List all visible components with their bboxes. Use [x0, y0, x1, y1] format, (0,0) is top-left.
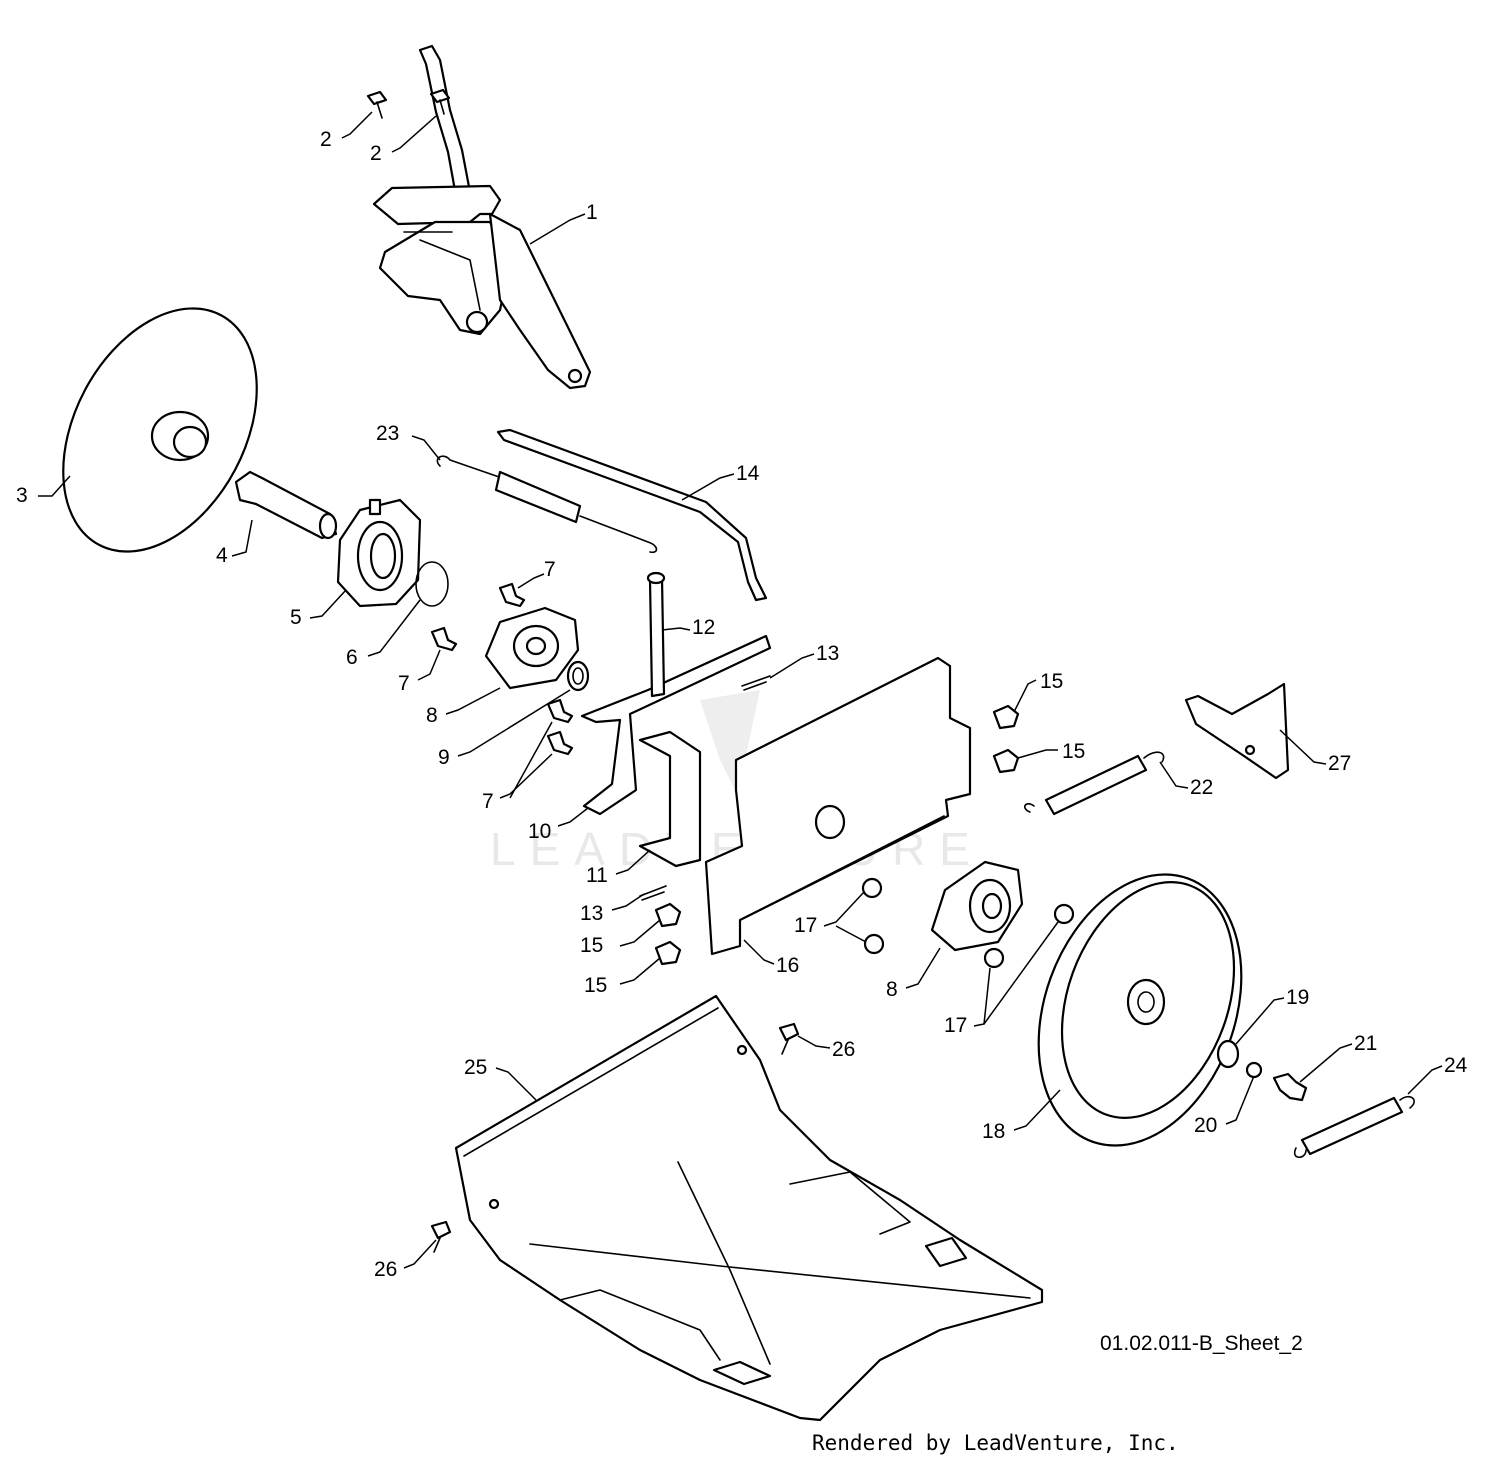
part-11-channel-bracket — [638, 730, 702, 868]
part-22-spring — [1023, 751, 1165, 816]
callout-16: 16 — [776, 954, 799, 977]
callout-15: 15 — [580, 934, 603, 957]
part-27-small-bracket — [1184, 682, 1290, 780]
callout-26: 26 — [374, 1258, 397, 1281]
callout-4: 4 — [216, 544, 228, 567]
callout-15: 15 — [1040, 670, 1063, 693]
callout-22: 22 — [1190, 776, 1213, 799]
part-23-spring — [436, 455, 658, 554]
callout-13: 13 — [580, 902, 603, 925]
part-2-bolts — [366, 88, 451, 119]
callout-2: 2 — [320, 128, 332, 151]
part-17-nuts — [861, 877, 1075, 969]
part-14-link-rod — [496, 428, 768, 602]
callout-25: 25 — [464, 1056, 487, 1079]
callout-19: 19 — [1286, 986, 1309, 1009]
callout-7: 7 — [544, 558, 556, 581]
part-4-shaft — [234, 470, 338, 540]
part-25-shield — [454, 994, 1044, 1422]
part-7-bolts — [430, 582, 574, 756]
part-26-screws — [430, 1022, 800, 1253]
callout-7: 7 — [482, 790, 494, 813]
part-13-cotter-pins — [639, 675, 771, 901]
part-1-lever-assembly — [372, 44, 592, 390]
part-8-flange-bearing-lower — [930, 860, 1024, 952]
callout-26: 26 — [832, 1038, 855, 1061]
callout-27: 27 — [1328, 752, 1351, 775]
part-10-bracket-arm — [580, 634, 772, 816]
part-9-washer — [566, 660, 590, 692]
part-21-bolt — [1272, 1072, 1308, 1102]
part-15-bolts — [654, 704, 1020, 966]
part-6-retaining-ring — [415, 561, 449, 607]
part-5-bearing-housing — [336, 498, 422, 608]
part-3-disc — [62, 307, 258, 553]
render-credit: Rendered by LeadVenture, Inc. — [812, 1431, 1179, 1455]
callout-13: 13 — [816, 642, 839, 665]
sheet-label: 01.02.011-B_Sheet_2 — [1100, 1332, 1303, 1355]
callout-17: 17 — [944, 1014, 967, 1037]
callout-8: 8 — [886, 978, 898, 1001]
callout-21: 21 — [1354, 1032, 1377, 1055]
callout-6: 6 — [346, 646, 358, 669]
part-8-flange-bearing-upper — [484, 606, 580, 690]
callout-3: 3 — [16, 484, 28, 507]
callout-15: 15 — [584, 974, 607, 997]
leader-lines — [38, 111, 1443, 1269]
callout-11: 11 — [586, 864, 608, 887]
callout-15: 15 — [1062, 740, 1085, 763]
callout-12: 12 — [692, 616, 715, 639]
callout-17: 17 — [794, 914, 817, 937]
callouts: 1 2 2 3 4 5 6 7 7 7 8 8 9 10 11 12 13 13… — [16, 128, 1468, 1281]
callout-14: 14 — [736, 462, 760, 485]
callout-20: 20 — [1194, 1114, 1217, 1137]
callout-9: 9 — [438, 746, 450, 769]
callout-1: 1 — [586, 201, 598, 224]
callout-10: 10 — [528, 820, 551, 843]
part-19-washer — [1216, 1039, 1240, 1069]
part-24-spring — [1293, 1095, 1415, 1159]
callout-24: 24 — [1444, 1054, 1468, 1077]
callout-7: 7 — [398, 672, 410, 695]
callout-8: 8 — [426, 704, 438, 727]
callout-2: 2 — [370, 142, 382, 165]
part-16-main-plate — [704, 656, 972, 956]
callout-18: 18 — [982, 1120, 1005, 1143]
callout-5: 5 — [290, 606, 302, 629]
callout-23: 23 — [376, 422, 399, 445]
part-12-rod — [646, 571, 666, 698]
part-18-pulley — [1037, 873, 1243, 1147]
part-20-nut — [1245, 1061, 1263, 1079]
